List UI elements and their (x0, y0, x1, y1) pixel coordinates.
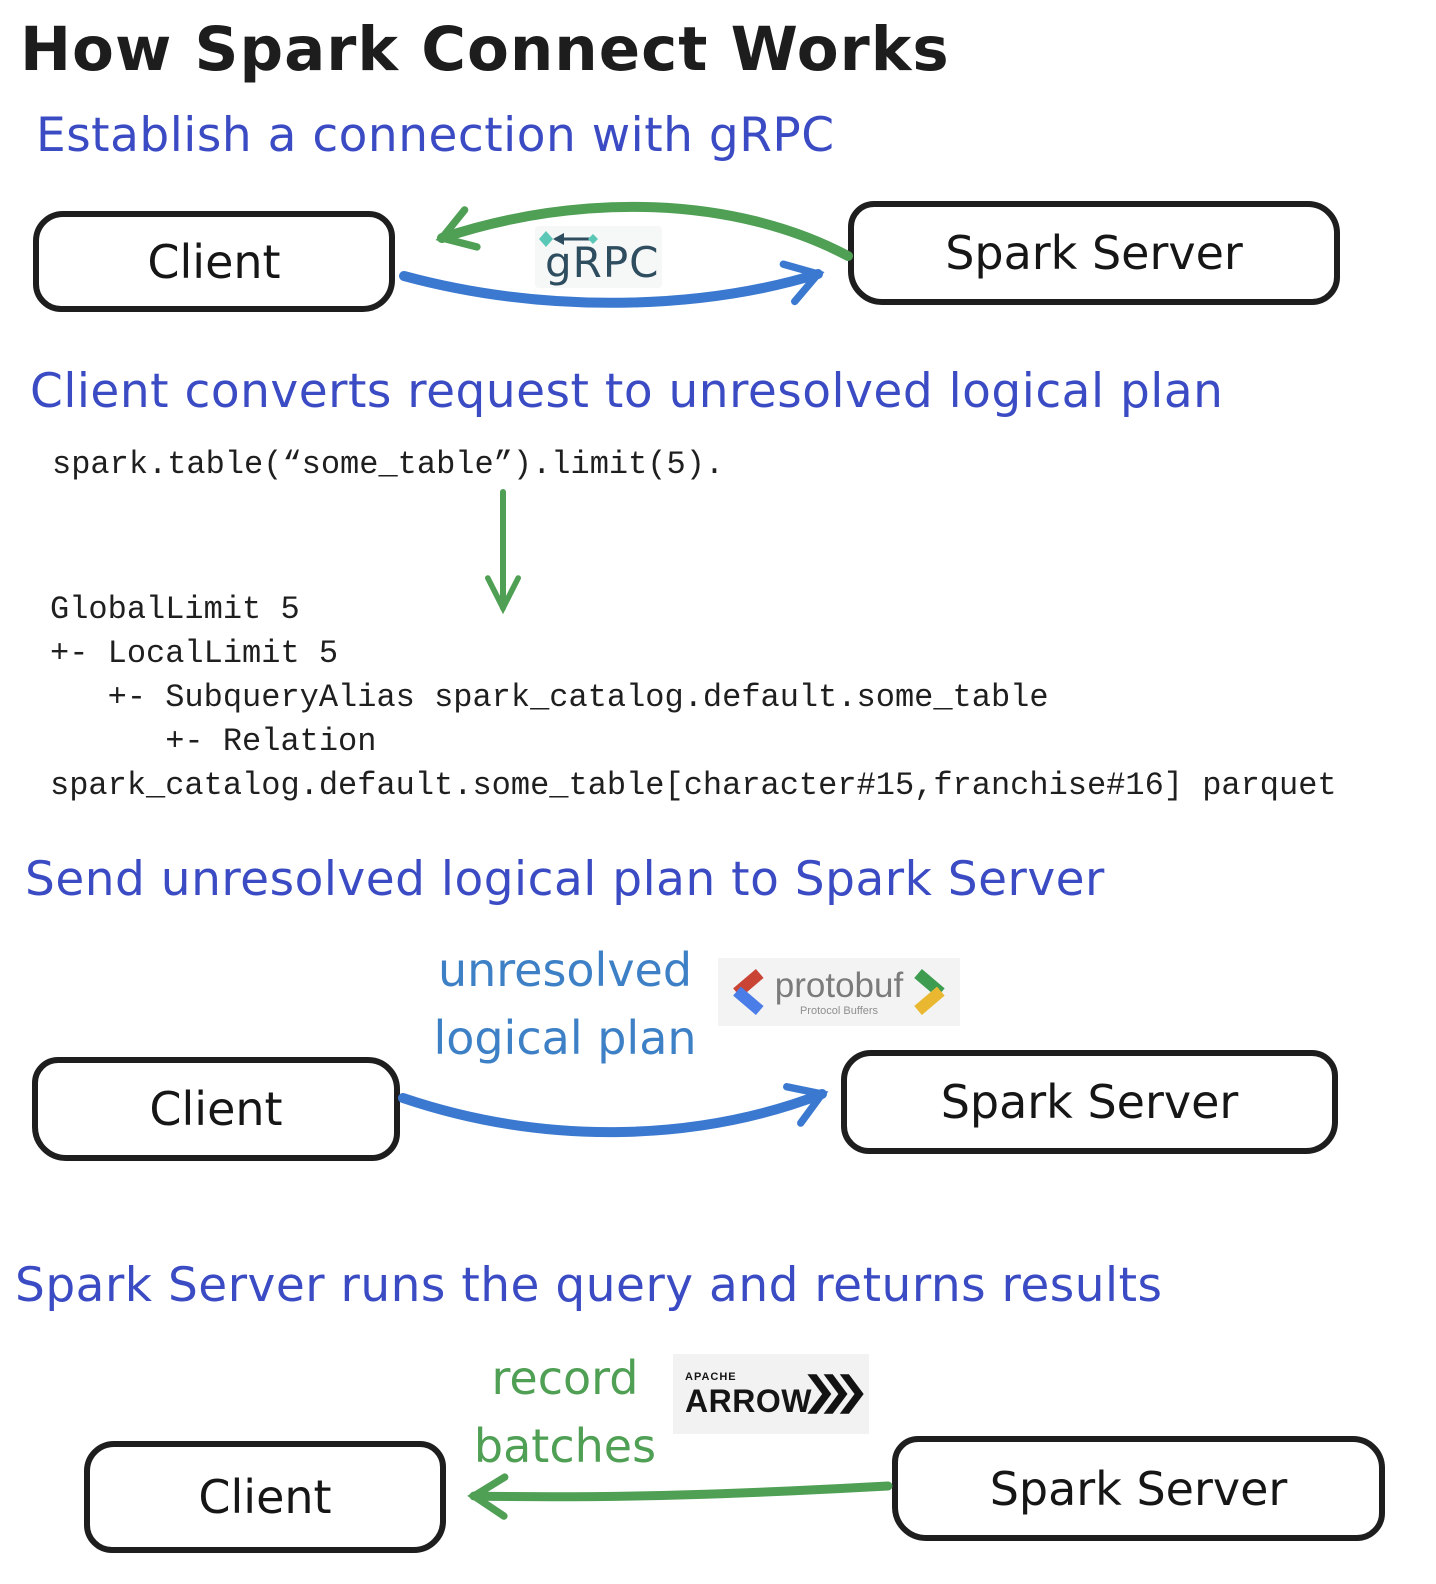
protobuf-name: protobuf (774, 965, 904, 1005)
arrow-chevrons-icon (807, 1374, 864, 1414)
unresolved-logical-plan-label: unresolved logical plan (433, 943, 697, 1065)
step4-heading: Spark Server runs the query and returns … (15, 1258, 1163, 1313)
code-request: spark.table(“some_table”).limit(5). (52, 446, 725, 483)
client-label: Client (147, 234, 281, 289)
arrow-text: ARROW (685, 1382, 812, 1419)
send-plan-blue-arrow (398, 1083, 829, 1138)
grpc-label: gRPC (545, 238, 660, 287)
code-logical-plan: GlobalLimit 5 +- LocalLimit 5 +- Subquer… (50, 591, 1337, 804)
spark-server-label: Spark Server (940, 1075, 1239, 1129)
client-box-step1: Client (33, 211, 395, 312)
spark-server-label: Spark Server (989, 1461, 1288, 1516)
client-label: Client (198, 1470, 332, 1524)
spark-server-box-step4: Spark Server (892, 1436, 1385, 1541)
client-box-step4: Client (84, 1441, 446, 1553)
results-green-arrow (467, 1473, 893, 1520)
client-label: Client (149, 1082, 283, 1136)
protobuf-left-chevron-icon (733, 968, 764, 1016)
step2-heading: Client converts request to unresolved lo… (30, 364, 1224, 419)
protobuf-right-chevron-icon (914, 968, 945, 1016)
page-title: How Spark Connect Works (20, 14, 950, 85)
protobuf-subtitle: Protocol Buffers (799, 1004, 879, 1017)
record-batches-label: record batches (473, 1351, 657, 1473)
client-box-step3: Client (32, 1057, 400, 1161)
apache-arrow-logo: APACHE ARROW (673, 1354, 869, 1434)
step3-heading: Send unresolved logical plan to Spark Se… (25, 852, 1105, 907)
grpc-logo: gRPC (535, 226, 662, 288)
apache-text: APACHE (685, 1370, 737, 1383)
step1-heading: Establish a connection with gRPC (36, 108, 835, 163)
spark-server-box-step1: Spark Server (848, 201, 1340, 305)
spark-server-label: Spark Server (945, 226, 1243, 280)
protobuf-logo: protobuf Protocol Buffers (718, 958, 960, 1026)
spark-server-box-step3: Spark Server (841, 1050, 1338, 1154)
